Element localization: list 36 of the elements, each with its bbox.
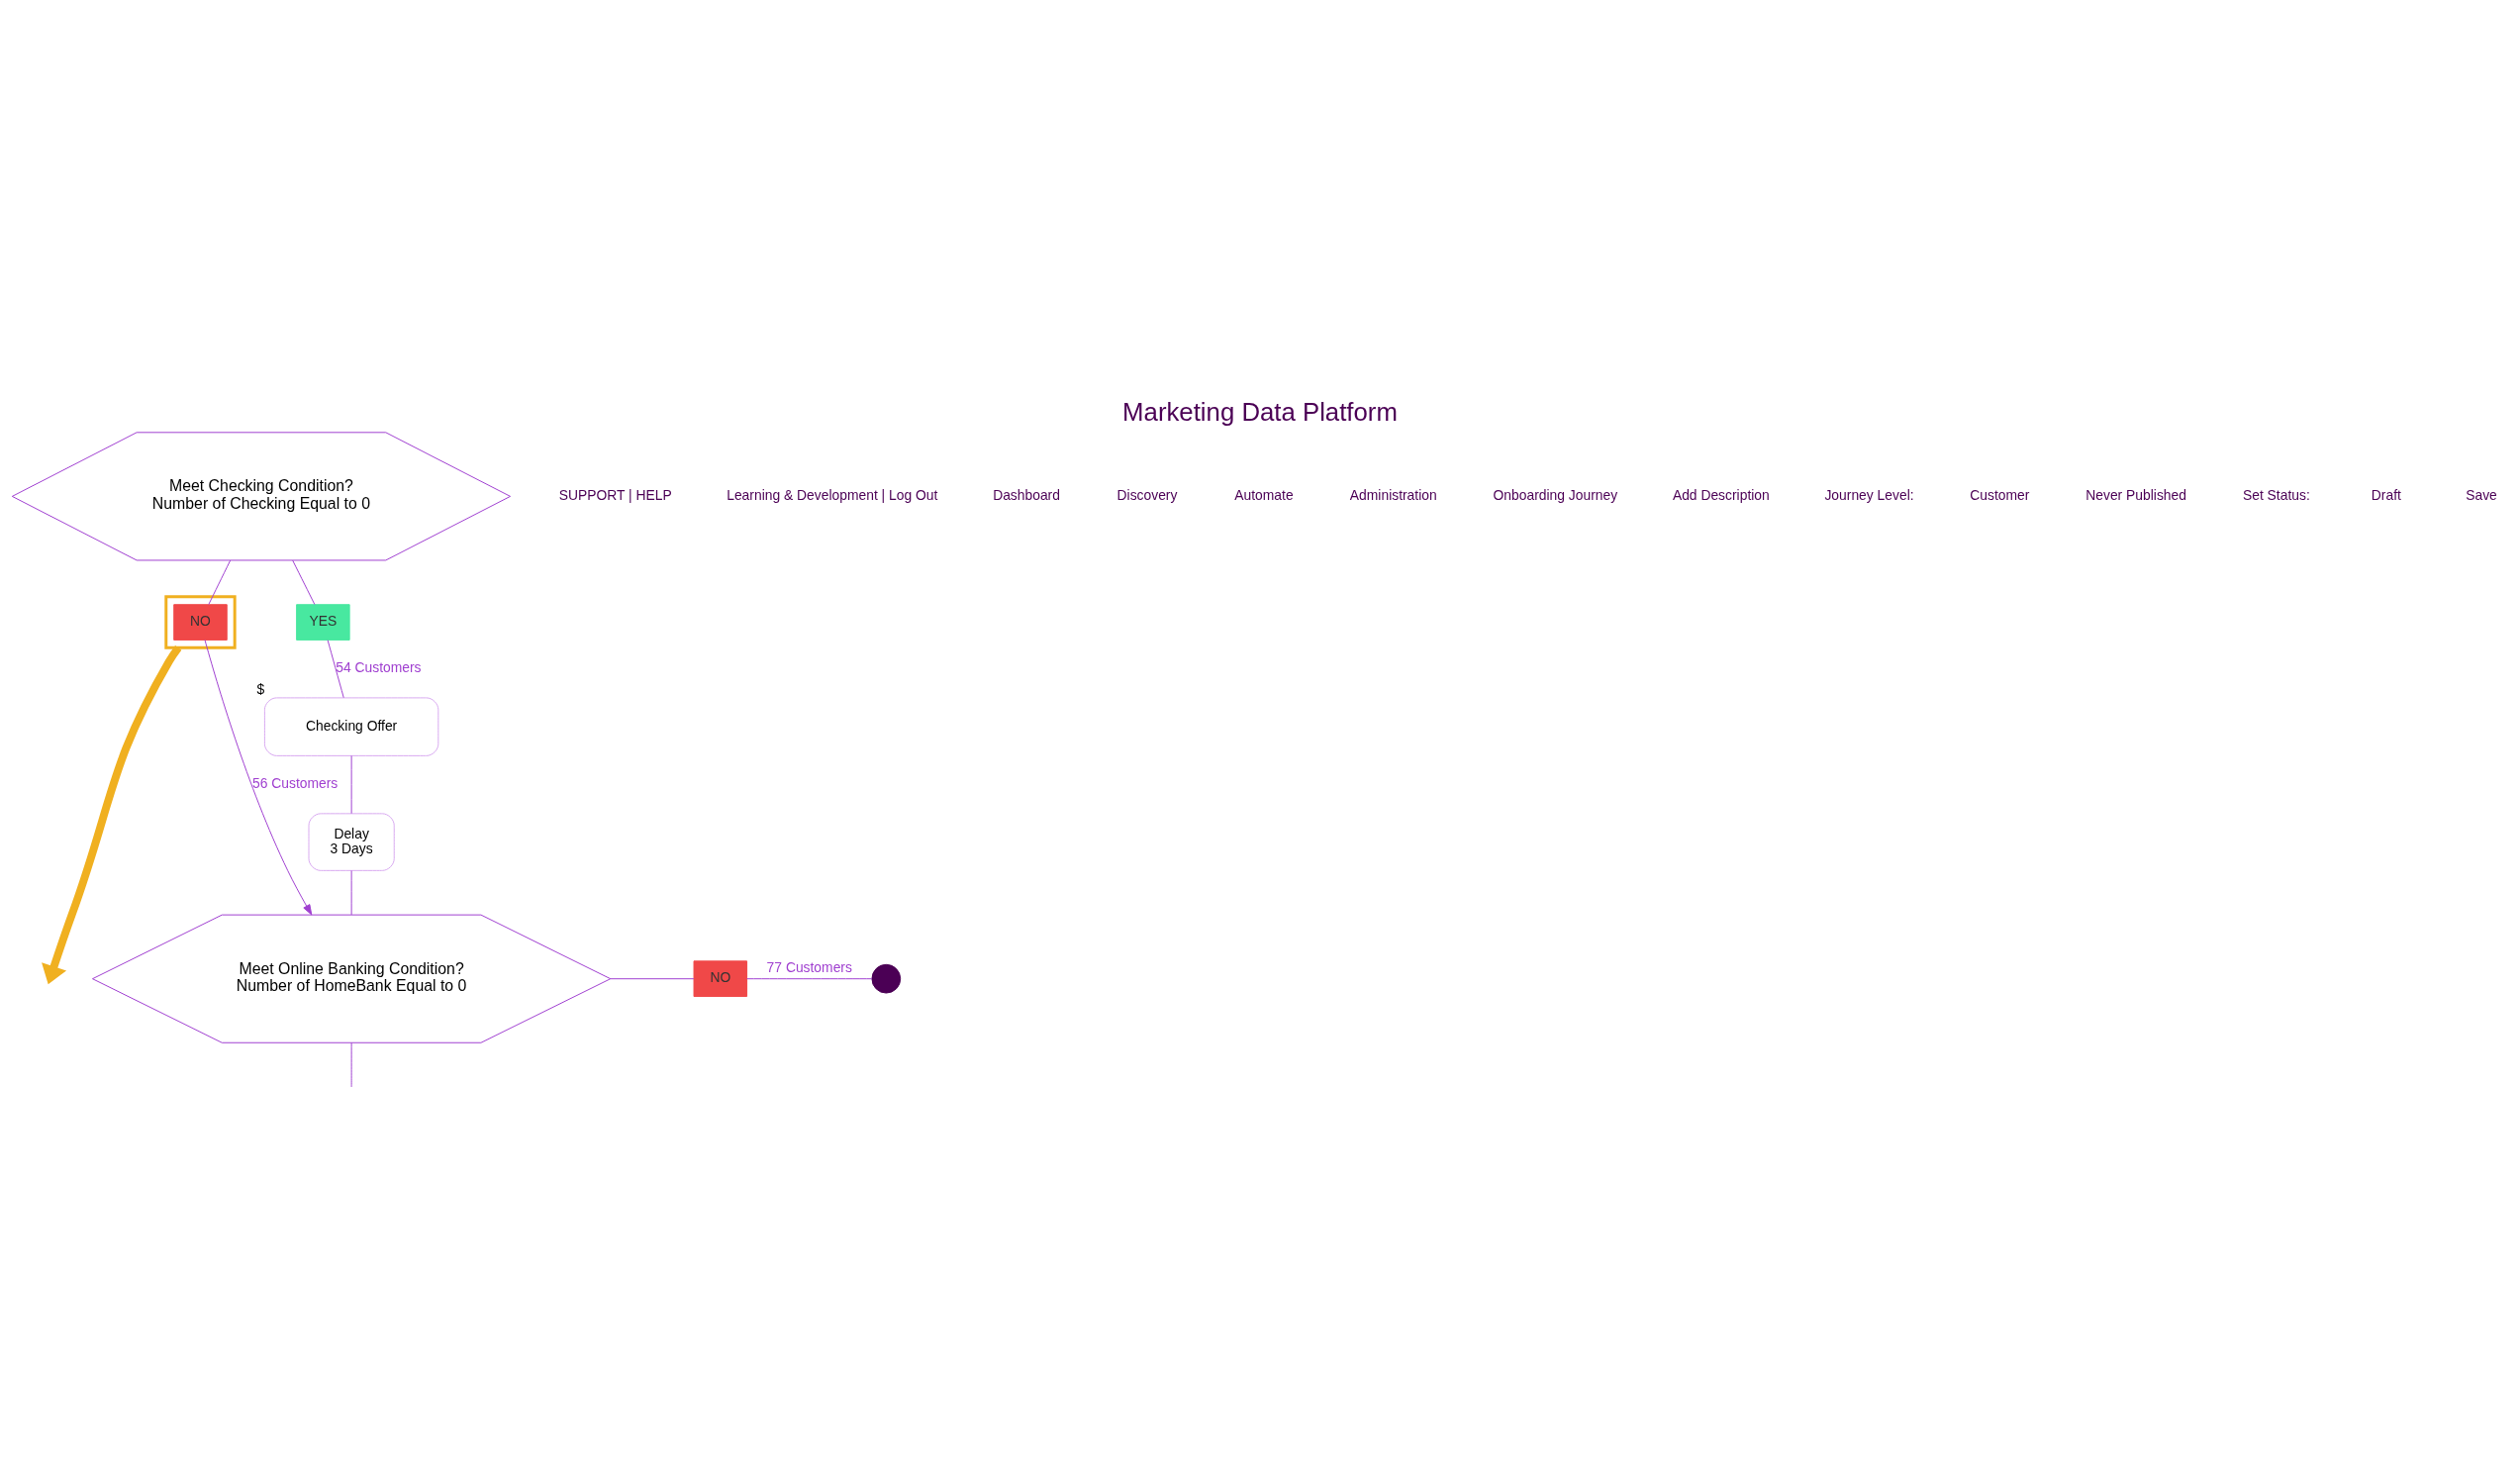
node-box: NO	[693, 959, 748, 997]
connector	[350, 754, 352, 814]
arrow	[42, 644, 182, 984]
node-box: NO	[173, 603, 228, 641]
label: Journey Level:	[1824, 486, 1914, 503]
label: Draft	[2371, 486, 2401, 503]
node-box: YES	[296, 603, 350, 641]
connector	[746, 977, 873, 979]
label: Administration	[1349, 486, 1437, 503]
label: Dashboard	[993, 486, 1060, 503]
label: Customer	[1970, 486, 2030, 503]
label: Add Description	[1672, 486, 1770, 503]
edge-label: 54 Customers	[336, 658, 422, 675]
label: Learning & Development | Log Out	[727, 486, 938, 503]
connector	[327, 639, 344, 698]
label: Onboarding Journey	[1493, 486, 1618, 503]
label: Automate	[1234, 486, 1294, 503]
label: Never Published	[2085, 486, 2186, 503]
node-box: Checking Offer	[263, 696, 439, 756]
cluster	[164, 594, 237, 649]
connector	[610, 977, 695, 979]
node-circle	[871, 963, 902, 994]
label: Set Status:	[2242, 486, 2310, 503]
label: Discovery	[1116, 486, 1178, 503]
node-box: Delay 3 Days	[308, 812, 395, 871]
label: Save	[2466, 486, 2497, 503]
diagram-title: Marketing Data Platform	[1122, 397, 1398, 426]
edge-label: 77 Customers	[766, 958, 852, 975]
label: SUPPORT | HELP	[558, 486, 672, 503]
connector	[350, 1041, 352, 1087]
connector	[292, 559, 316, 605]
edge-label: 56 Customers	[251, 774, 339, 791]
arrow	[204, 639, 313, 915]
connector	[350, 869, 352, 915]
connector	[208, 559, 232, 605]
node-label: $	[256, 680, 265, 697]
